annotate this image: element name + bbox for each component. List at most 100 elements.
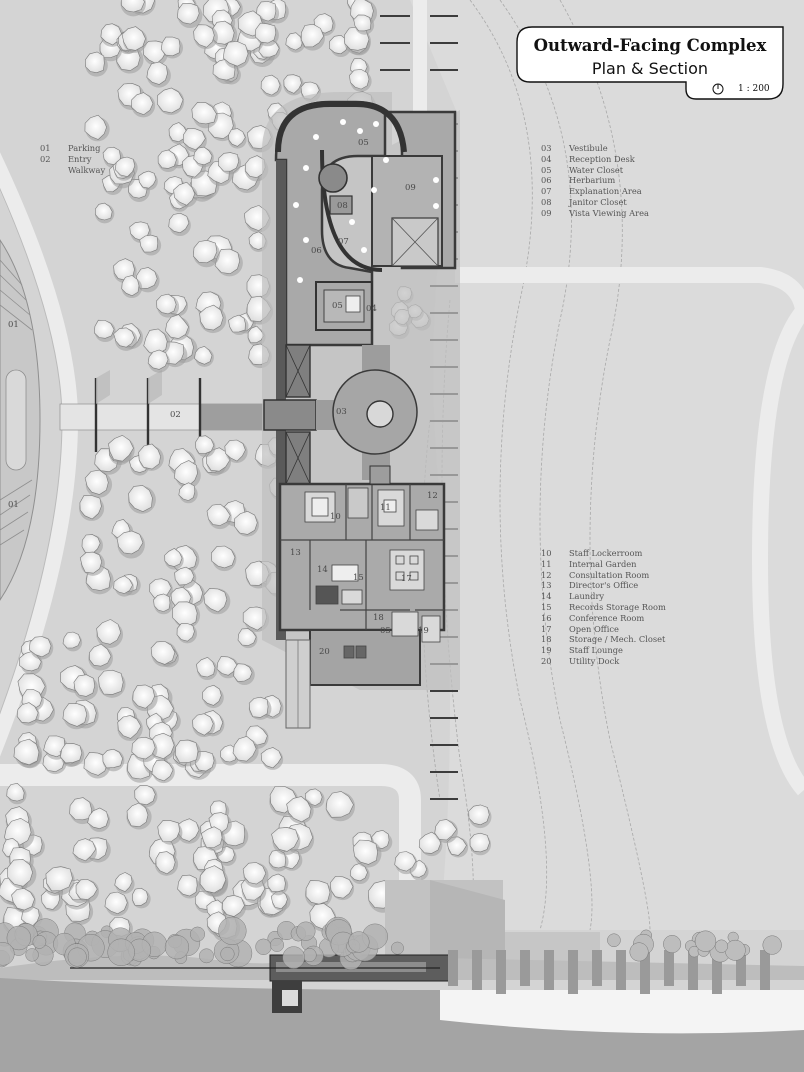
tree: [174, 739, 201, 767]
section-tree: [218, 916, 247, 946]
tree: [352, 839, 382, 868]
tree: [174, 566, 197, 589]
legend-item: 09 Vista Viewing Area: [541, 208, 649, 219]
legend-item: 08 Janitor Closet: [541, 197, 649, 208]
tree: [75, 879, 99, 903]
section-tree: [296, 921, 316, 941]
tree: [193, 146, 214, 168]
legend-number: 08: [541, 196, 552, 207]
legend-number: 06: [541, 175, 552, 186]
label-consultation: 12: [427, 491, 438, 501]
section-tree: [762, 935, 782, 955]
tree: [237, 628, 258, 649]
section-tree: [107, 938, 135, 967]
legend-label: Vista Viewing Area: [569, 207, 649, 218]
legend-label: Director's Office: [569, 580, 639, 591]
tree: [206, 503, 232, 530]
section-tree: [199, 948, 214, 964]
legend-label: Laundry: [569, 591, 605, 602]
tree: [156, 293, 180, 318]
label-lounge: 19: [418, 626, 429, 636]
tree: [248, 696, 272, 720]
tree: [247, 325, 266, 347]
legend-number: 05: [541, 164, 552, 175]
tree: [153, 593, 173, 615]
tree: [168, 212, 191, 237]
section-tree: [282, 946, 305, 969]
tree: [13, 738, 43, 768]
tree: [176, 623, 197, 644]
label-herbarium: 06: [311, 246, 322, 256]
legend-number: 07: [541, 186, 552, 197]
tree: [260, 747, 284, 770]
tree: [232, 735, 259, 764]
parking-lot: [0, 239, 41, 601]
tree: [469, 832, 492, 856]
tree: [104, 891, 129, 917]
legend-label: Records Storage Room: [569, 601, 666, 612]
tree: [16, 702, 40, 726]
tree: [203, 588, 231, 615]
tree: [174, 460, 201, 489]
tree: [177, 3, 203, 29]
tree: [216, 656, 239, 679]
tree: [93, 319, 116, 343]
tree: [120, 0, 147, 17]
tree: [7, 859, 37, 889]
tree: [116, 530, 145, 559]
tree: [177, 874, 201, 899]
label-dock: 20: [319, 647, 330, 657]
label-storage: 18: [373, 613, 384, 623]
tree: [121, 26, 148, 53]
tree: [234, 510, 259, 537]
tree: [138, 443, 164, 471]
label-water-closet-lower: 05: [380, 626, 391, 636]
tree: [192, 239, 220, 268]
legend-number: 12: [541, 569, 552, 580]
title-main: Outward-Facing Complex: [533, 36, 767, 55]
label-water-closet: 05: [332, 301, 343, 311]
tree: [270, 890, 291, 911]
section-tree: [25, 948, 39, 962]
tree: [131, 684, 158, 712]
tree: [183, 127, 207, 153]
tree: [131, 92, 156, 118]
section-fin: [544, 950, 554, 990]
tree: [131, 887, 151, 909]
legend-label: Janitor Closet: [569, 196, 627, 207]
tree: [228, 314, 249, 336]
label-vista: 09: [405, 183, 416, 193]
tree: [222, 41, 250, 69]
tree: [69, 797, 96, 825]
tree: [353, 14, 375, 35]
legend-number: 14: [541, 591, 552, 602]
tree: [102, 748, 125, 772]
section-fin: [736, 950, 746, 986]
tree: [193, 24, 218, 50]
title-sub: Plan & Section: [591, 59, 709, 78]
legend-label: Staff Lockerroom: [569, 548, 643, 558]
label-reception: 04: [366, 304, 377, 314]
label-lockerroom: 10: [330, 512, 341, 522]
legend-number: 09: [541, 207, 552, 218]
tree: [45, 866, 75, 895]
tree: [304, 880, 333, 908]
legend-label: Walkway: [68, 164, 106, 175]
tree: [221, 895, 246, 920]
section-tree: [190, 926, 206, 942]
section-fin: [496, 950, 506, 994]
section-fin: [640, 950, 650, 994]
section-tree: [694, 930, 717, 952]
